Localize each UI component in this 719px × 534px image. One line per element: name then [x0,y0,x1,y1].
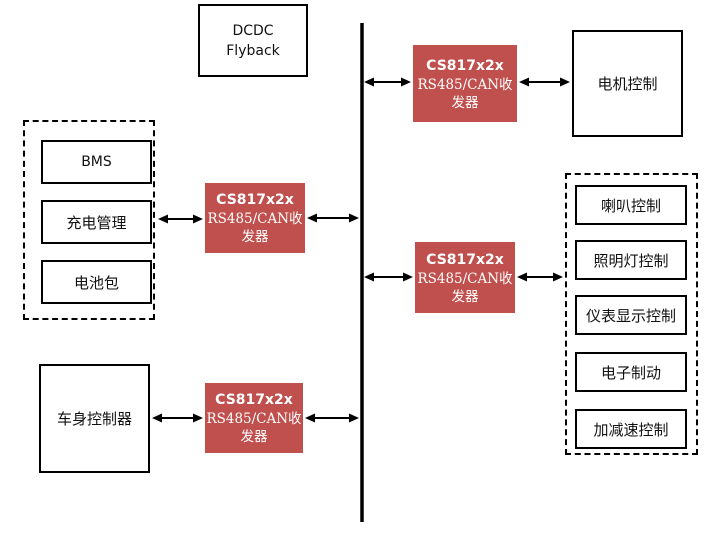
charging-management-box: 充电管理 [41,200,152,244]
transceiver-desc-line1: RS485/CAN收 [417,76,513,93]
transceiver-desc-line2: 发器 [451,288,479,305]
speed-control-box: 加减速控制 [575,409,687,449]
arrow-body-transceiver-to-bus [305,413,359,423]
transceiver-desc-line1: RS485/CAN收 [417,270,513,287]
arrow-bus-to-top-transceiver [364,77,411,87]
motor-control-box: 电机控制 [572,30,683,137]
bms-label: BMS [81,154,112,170]
transceiver-desc-line1: RS485/CAN收 [207,211,303,227]
charging-management-label: 充电管理 [66,213,127,232]
transceiver-desc-line2: 发器 [451,94,479,111]
lighting-control-label: 照明灯控制 [593,251,669,270]
arrow-control-transceiver-to-control-group [517,272,563,282]
arrow-body-controller-to-transceiver [152,413,203,423]
body-controller-label: 车身控制器 [56,410,132,428]
instrument-display-control-label: 仪表显示控制 [585,306,676,325]
arrow-battery-group-to-transceiver [158,214,203,224]
chip-name: CS817x2x [215,392,293,408]
dcdc-label-line2: Flyback [226,42,280,59]
transceiver-body: CS817x2x RS485/CAN收 发器 [205,383,303,453]
arrow-top-transceiver-to-motor [519,77,570,87]
chip-name: CS817x2x [216,192,294,208]
lighting-control-box: 照明灯控制 [575,240,687,280]
battery-pack-label: 电池包 [73,273,119,292]
arrow-bus-to-control-transceiver [364,272,413,282]
electronic-brake-label: 电子制动 [600,363,661,382]
transceiver-top: CS817x2x RS485/CAN收 发器 [413,45,517,122]
transceiver-desc-line2: 发器 [241,229,269,245]
battery-pack-box: 电池包 [41,260,152,304]
control-group-container: 喇叭控制 照明灯控制 仪表显示控制 电子制动 加减速控制 [565,173,698,455]
transceiver-battery: CS817x2x RS485/CAN收 发器 [205,183,305,253]
transceiver-desc-line1: RS485/CAN收 [206,411,302,427]
transceiver-control: CS817x2x RS485/CAN收 发器 [415,242,515,313]
horn-control-label: 喇叭控制 [600,196,661,215]
speed-control-label: 加减速控制 [593,420,669,439]
electronic-brake-box: 电子制动 [575,352,687,392]
battery-group-container: BMS 充电管理 电池包 [23,120,155,320]
dcdc-flyback-box: DCDC Flyback [198,4,308,77]
instrument-display-control-box: 仪表显示控制 [575,295,687,335]
body-controller-box: 车身控制器 [39,364,150,473]
chip-name: CS817x2x [426,251,504,268]
motor-control-label: 电机控制 [597,75,658,93]
chip-name: CS817x2x [426,57,504,74]
bms-box: BMS [41,140,152,184]
transceiver-desc-line2: 发器 [240,429,268,445]
arrow-battery-transceiver-to-bus [307,213,359,223]
horn-control-box: 喇叭控制 [575,185,687,225]
dcdc-label-line1: DCDC [232,22,274,39]
